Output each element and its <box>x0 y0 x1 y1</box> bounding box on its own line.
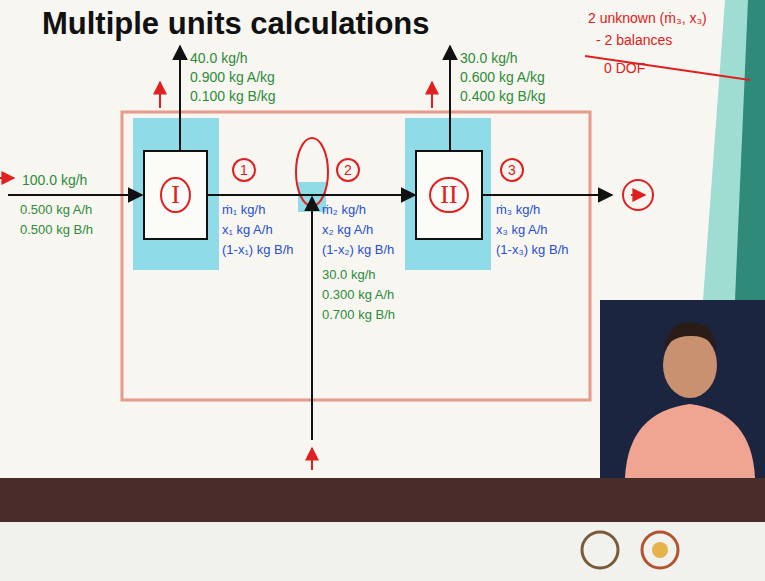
stream-variable: ṁ₁ kg/h <box>222 203 265 218</box>
green-band <box>735 0 765 300</box>
presenter-head <box>663 332 717 398</box>
bottom-bar <box>0 478 765 522</box>
unit-name: II <box>429 177 468 214</box>
composition: 0.900 kg A/kg <box>190 69 275 85</box>
flow-rate: 40.0 kg/h <box>190 50 248 66</box>
unit-box: II <box>415 150 483 240</box>
composition: 0.700 kg B/h <box>322 308 395 323</box>
unit-envelope <box>405 118 491 270</box>
composition: 0.100 kg B/kg <box>190 88 276 104</box>
presenter-hair <box>663 322 717 355</box>
stream-variable: x₂ kg A/h <box>322 223 373 238</box>
stream-connector <box>208 194 415 196</box>
stream-variable: ṁ₃ kg/h <box>496 203 540 218</box>
handwritten-note: 2 unknown (ṁ₃, x₃) <box>588 10 707 26</box>
flow-rate: 30.0 kg/h <box>460 50 518 66</box>
handwritten-note: - 2 balances <box>596 32 672 48</box>
flow-rate: 30.0 kg/h <box>322 268 376 283</box>
unit-box: I <box>143 150 208 240</box>
red-circle <box>623 180 653 210</box>
stream-variable: (1-x₃) kg B/h <box>496 243 568 258</box>
red-arrow <box>431 82 433 108</box>
composition: 0.300 kg A/h <box>322 288 394 303</box>
callout-number: 1 <box>232 158 256 182</box>
stream-variable: x₁ kg A/h <box>222 223 273 238</box>
callout-number: 3 <box>500 158 524 182</box>
unit-envelope <box>133 118 219 270</box>
top-product-stream <box>179 46 181 150</box>
composition: 0.500 kg A/h <box>20 203 92 218</box>
stream-variable: x₃ kg A/h <box>496 223 548 238</box>
callout-number: 2 <box>336 158 360 182</box>
stream-variable: (1-x₁) kg B/h <box>222 243 294 258</box>
feed-stream <box>8 194 142 196</box>
composition: 0.400 kg B/kg <box>460 88 546 104</box>
flow-rate: 100.0 kg/h <box>22 172 87 188</box>
fresh-feed-stream <box>311 197 313 440</box>
logo <box>582 532 618 568</box>
slide-title: Multiple units calculations <box>42 6 430 42</box>
red-underline <box>585 56 750 80</box>
system-boundary <box>122 112 590 400</box>
bottom-product-stream <box>483 194 612 196</box>
stream-variable: ṁ₂ kg/h <box>322 203 366 218</box>
presenter-video <box>600 300 765 478</box>
footer <box>0 522 765 581</box>
unit-name: I <box>160 177 191 214</box>
composition: 0.500 kg B/h <box>20 223 93 238</box>
stream-variable: (1-x₂) kg B/h <box>322 243 394 258</box>
logo-core <box>652 542 668 558</box>
red-arrow <box>0 177 14 179</box>
handwritten-note: 0 DOF <box>604 60 645 76</box>
red-arrow <box>159 82 161 108</box>
red-arrow <box>631 194 645 196</box>
red-arrow <box>311 448 313 470</box>
top-product-stream <box>449 46 451 150</box>
logo <box>642 532 678 568</box>
composition: 0.600 kg A/kg <box>460 69 545 85</box>
presenter-shirt <box>625 404 755 478</box>
